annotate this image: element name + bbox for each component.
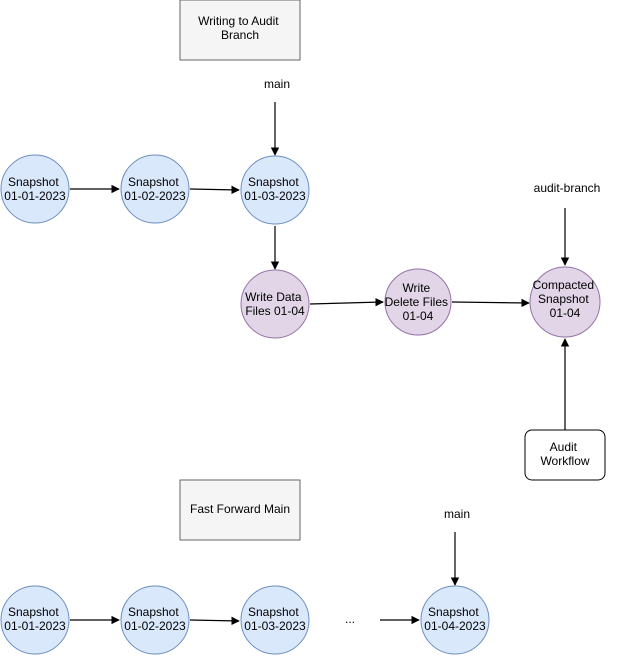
top-snapshot-01-01: Snapshot 01-01-2023 — [0, 154, 70, 224]
write-delete-files-line-3: 01-04 — [403, 309, 434, 323]
bottom-snapshot-01-04-line-1: Snapshot — [428, 605, 479, 619]
top-snapshot-01-02-label: Snapshot 01-02-2023 — [124, 175, 186, 203]
ref-label-main-bottom: main — [444, 507, 470, 521]
write-data-files-line-1: Write Data — [245, 290, 302, 304]
section-title-audit-box — [179, 0, 301, 61]
write-data-files-circle — [240, 269, 310, 339]
bottom-snapshot-01-02-line-2: 01-02-2023 — [124, 619, 186, 633]
section-title-audit: Writing to Audit Branch — [179, 0, 301, 61]
audit-workflow-node: Audit Workflow — [524, 429, 606, 481]
write-delete-files-circle — [384, 268, 452, 336]
compacted-snapshot-line-3: 01-04 — [550, 306, 581, 320]
write-data-files-label: Write Data Files 01-04 — [245, 290, 305, 318]
bottom-snapshot-01-02: Snapshot 01-02-2023 — [120, 585, 190, 655]
section-title-fast-forward-box — [179, 479, 301, 541]
write-delete-files-line-1: Write — [402, 281, 430, 295]
top-snapshot-01-03-circle — [240, 155, 310, 225]
compacted-snapshot-circle — [529, 266, 601, 338]
bottom-snapshot-01-01-circle — [0, 585, 70, 655]
top-snapshot-01-02: Snapshot 01-02-2023 — [120, 154, 190, 224]
bottom-snapshot-01-03: Snapshot 01-03-2023 — [240, 585, 310, 655]
write-delete-files-node: Write Delete Files 01-04 — [384, 268, 452, 336]
edge-bottom-snap2-to-snap3 — [189, 616, 240, 626]
top-snapshot-01-01-line-1: Snapshot — [8, 175, 59, 189]
bottom-snapshot-01-03-circle — [240, 585, 310, 655]
audit-workflow-label: Audit Workflow — [540, 440, 589, 468]
audit-workflow-line-2: Workflow — [540, 454, 589, 468]
bottom-snapshot-01-02-label: Snapshot 01-02-2023 — [124, 605, 186, 633]
section-title-audit-line-2: Branch — [221, 28, 259, 42]
top-snapshot-01-03-label: Snapshot 01-03-2023 — [244, 175, 306, 203]
bottom-snapshot-01-02-line-1: Snapshot — [128, 605, 179, 619]
top-snapshot-01-01-label: Snapshot 01-01-2023 — [4, 175, 66, 203]
edge-write-data-to-write-delete — [309, 298, 384, 307]
bottom-snapshot-01-03-label: Snapshot 01-03-2023 — [244, 605, 306, 633]
compacted-snapshot-node: Compacted Snapshot 01-04 — [529, 266, 601, 338]
section-title-audit-line-1: Writing to Audit — [198, 14, 279, 28]
compacted-snapshot-line-1: Compacted — [533, 278, 594, 292]
ellipsis-label: ... — [345, 612, 355, 626]
bottom-snapshot-01-04-line-2: 01-04-2023 — [424, 619, 486, 633]
write-delete-files-label: Write Delete Files 01-04 — [385, 281, 452, 323]
edge-write-delete-to-compacted — [451, 298, 530, 308]
write-data-files-node: Write Data Files 01-04 — [240, 269, 310, 339]
ref-label-audit-branch: audit-branch — [534, 181, 601, 195]
top-snapshot-01-01-line-2: 01-01-2023 — [4, 189, 66, 203]
top-snapshot-01-02-line-2: 01-02-2023 — [124, 189, 186, 203]
bottom-snapshot-01-03-line-1: Snapshot — [248, 605, 299, 619]
compacted-snapshot-label: Compacted Snapshot 01-04 — [533, 278, 598, 320]
top-snapshot-01-03-line-1: Snapshot — [248, 175, 299, 189]
bottom-snapshot-01-04-circle — [420, 585, 490, 655]
section-title-audit-text: Writing to Audit Branch — [198, 14, 282, 42]
bottom-snapshot-01-04-label: Snapshot 01-04-2023 — [424, 605, 486, 633]
bottom-snapshot-01-01-line-1: Snapshot — [8, 605, 59, 619]
bottom-snapshot-01-01-label: Snapshot 01-01-2023 — [4, 605, 66, 633]
top-snapshot-01-02-line-1: Snapshot — [128, 175, 179, 189]
bottom-snapshot-01-02-circle — [120, 585, 190, 655]
bottom-snapshot-01-03-line-2: 01-03-2023 — [244, 619, 306, 633]
bottom-snapshot-01-01: Snapshot 01-01-2023 — [0, 585, 70, 655]
bottom-snapshot-01-04: Snapshot 01-04-2023 — [420, 585, 490, 655]
section-title-fast-forward: Fast Forward Main — [179, 479, 301, 541]
edge-top-snap2-to-snap3 — [189, 185, 240, 195]
top-snapshot-01-03: Snapshot 01-03-2023 — [240, 155, 310, 225]
bottom-snapshot-01-01-line-2: 01-01-2023 — [4, 619, 66, 633]
ref-label-main-top: main — [264, 77, 290, 91]
top-snapshot-01-03-line-2: 01-03-2023 — [244, 189, 306, 203]
top-snapshot-01-01-circle — [0, 154, 70, 224]
compacted-snapshot-line-2: Snapshot — [538, 292, 589, 306]
top-snapshot-01-02-circle — [120, 154, 190, 224]
audit-workflow-box — [524, 429, 606, 481]
write-delete-files-line-2: Delete Files — [385, 295, 448, 309]
section-title-fast-forward-text: Fast Forward Main — [190, 502, 290, 516]
audit-workflow-line-1: Audit — [550, 440, 578, 454]
write-data-files-line-2: Files 01-04 — [245, 304, 305, 318]
